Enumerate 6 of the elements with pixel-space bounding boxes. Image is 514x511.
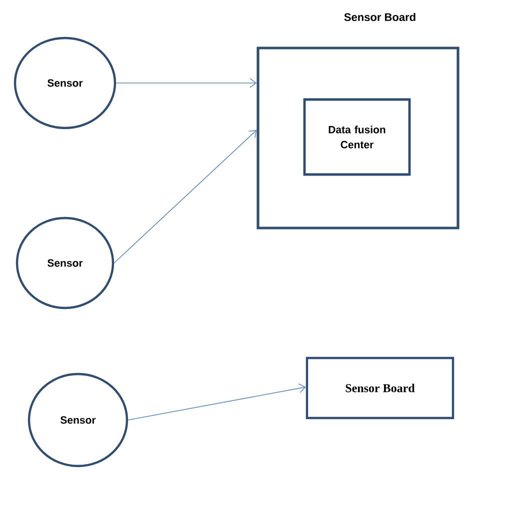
arrow (114, 130, 257, 264)
arrow (128, 383, 306, 420)
process-box: Data fusion Center (303, 98, 411, 176)
board-box: Sensor Board (306, 356, 454, 420)
arrow (116, 78, 257, 88)
node-label: Sensor Board (344, 12, 416, 22)
